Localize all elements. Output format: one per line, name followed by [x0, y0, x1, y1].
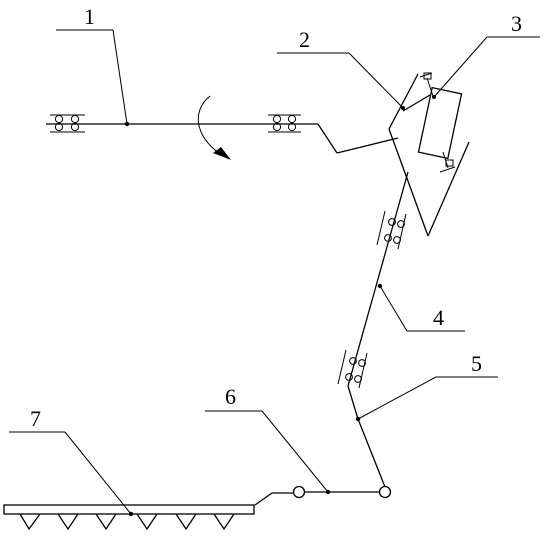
connecting-rod-upper: [347, 171, 409, 387]
crank-link: [254, 485, 392, 506]
leader-lines: [9, 29, 540, 515]
label-6: 6: [225, 384, 236, 409]
curved-arrow-icon: [197, 95, 231, 160]
label-1: 1: [84, 4, 95, 29]
label-4: 4: [433, 305, 444, 330]
cutter-bar: [3, 504, 255, 531]
bearing-right-icon: [268, 114, 301, 133]
rod-bearing-upper-icon: [376, 210, 407, 250]
label-3: 3: [511, 11, 522, 36]
actuator-cylinder: [417, 72, 463, 173]
lower-link: [347, 385, 386, 488]
label-2: 2: [299, 27, 310, 52]
bearing-left-icon: [50, 114, 85, 133]
rod-bearing-lower-icon: [337, 349, 368, 389]
label-7: 7: [30, 406, 41, 431]
label-5: 5: [471, 351, 482, 376]
swash-frame: [388, 73, 470, 237]
